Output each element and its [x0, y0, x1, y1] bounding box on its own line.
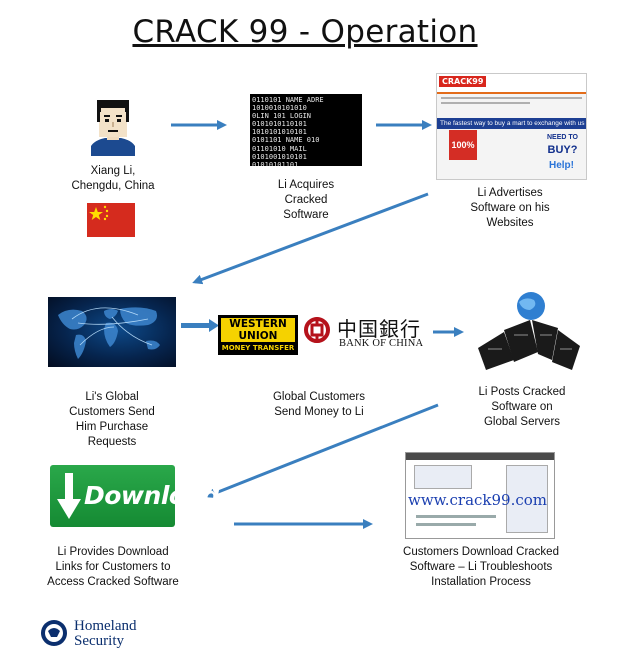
download-caption: Li Provides Download Links for Customers… [47, 546, 179, 588]
dhs-footer-line1: Homeland [74, 618, 137, 634]
website-banner: The fastest way to buy a mart to exchang… [437, 118, 586, 129]
dhs-footer-line2: Security [74, 633, 124, 649]
website-help-ad: Help! [549, 160, 574, 171]
download-arrow-icon [57, 473, 81, 519]
advertise-caption: Li Advertises Software on his Websites [470, 187, 550, 229]
website-logo: CRACK99 [439, 76, 487, 87]
person-avatar-icon [87, 98, 139, 156]
payment-caption: Global Customers Send Money to Li [272, 391, 366, 418]
person-caption: Xiang Li, Chengdu, China [71, 165, 155, 192]
world-network-map-image [48, 297, 176, 367]
download-label: Download [84, 481, 220, 510]
download-button-image: Download [50, 465, 220, 527]
customers-caption: Li's Global Customers Send Him Purchase … [69, 391, 155, 448]
crack99-url: www.crack99.com [408, 491, 548, 509]
troubleshoot-caption: Customers Download Cracked Software – Li… [403, 546, 559, 588]
china-flag-icon [87, 203, 135, 237]
bank-of-china-chinese-name: 中国銀行 [337, 317, 421, 341]
crack99-website-screenshot: CRACK99 The fastest way to buy a mart to… [436, 73, 587, 180]
arrow-customers-to-payment [181, 323, 209, 328]
arrow-advertise-to-customers [192, 192, 429, 285]
servers-caption: Li Posts Cracked Software on Global Serv… [478, 386, 566, 428]
website-percent-badge: 100% [449, 130, 477, 160]
dhs-seal-icon [40, 619, 68, 647]
arrow-servers-to-download [205, 403, 439, 499]
globe-server-icon [474, 290, 584, 374]
bank-of-china-english-name: BANK OF CHINA [339, 338, 424, 349]
acquire-caption: Li Acquires Cracked Software [277, 179, 335, 221]
website-buy-ad: NEED TO BUY? [547, 134, 578, 156]
crack99-support-screenshot: www.crack99.com [405, 452, 555, 539]
bank-of-china-emblem-icon [303, 316, 331, 344]
binary-code-image: 0110101 NAME ADRE 1010010101010 0LIN 101… [250, 94, 362, 166]
diagram-title: CRACK 99 - Operation [132, 14, 478, 50]
western-union-logo: WESTERN UNION MONEY TRANSFER [218, 315, 298, 355]
